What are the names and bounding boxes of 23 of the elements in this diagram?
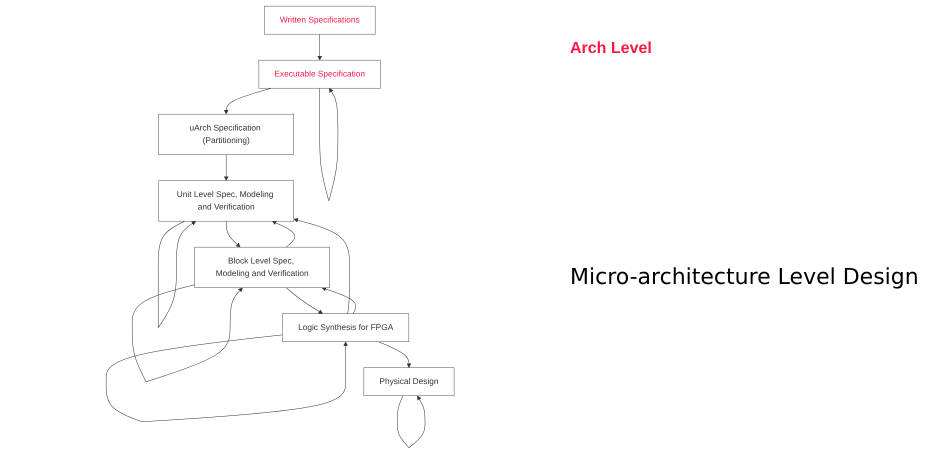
arrow <box>106 334 348 422</box>
arrow <box>378 341 412 368</box>
node-box: Executable Specification <box>258 60 381 88</box>
arrow <box>158 220 196 328</box>
arrow <box>226 220 240 248</box>
node-box: Physical Design <box>363 367 454 396</box>
level-label: Micro-architecture Level Design <box>570 265 919 290</box>
arrow <box>286 287 323 314</box>
node-box: Unit Level Spec, Modeling and Verification <box>158 180 294 222</box>
node-box: uArch Specification (Partitioning) <box>158 114 294 155</box>
arrow <box>321 286 356 314</box>
arrow <box>224 154 228 181</box>
node-box: Logic Synthesis for FPGA <box>282 313 409 342</box>
arrow <box>293 218 350 314</box>
node-box: Block Level Spec, Modeling and Verification <box>194 246 330 288</box>
arrow <box>272 220 295 248</box>
level-label: Arch Level <box>570 40 652 58</box>
arrow <box>396 396 426 448</box>
arrow <box>224 88 272 114</box>
arrow <box>317 34 322 60</box>
node-box: Written Specifications <box>264 6 376 34</box>
arrow <box>132 284 243 382</box>
arrow <box>319 88 338 202</box>
